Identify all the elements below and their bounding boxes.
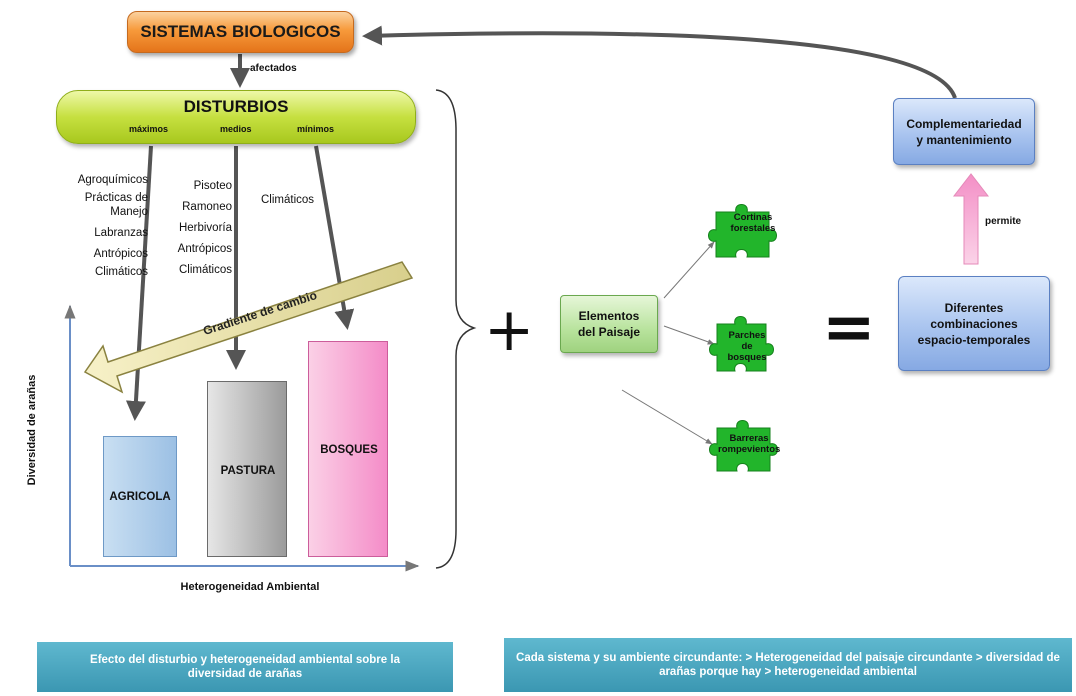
disturbios-box: DISTURBIOS máximos medios mínimos bbox=[56, 90, 416, 144]
barreras-label: Barreras rompevientos bbox=[718, 433, 781, 455]
permite-label: permite bbox=[985, 216, 1022, 227]
complementariedad-label: Complementariedad y mantenimiento bbox=[906, 116, 1022, 147]
maximos-arrow bbox=[125, 145, 153, 421]
bar-agricola-label: AGRICOLA bbox=[109, 490, 171, 503]
cortinas-label: Cortinas forestales bbox=[730, 212, 776, 234]
elementos-paisaje-box: Elementos del Paisaje bbox=[560, 295, 658, 353]
minimos-list: Climáticos bbox=[261, 190, 314, 211]
puzzle-piece-cortinas bbox=[708, 204, 777, 258]
disturbios-title: DISTURBIOS bbox=[183, 97, 289, 116]
list-item: Climáticos bbox=[94, 266, 148, 278]
list-item: Climáticos bbox=[178, 264, 232, 276]
list-item: Manejo bbox=[110, 206, 148, 218]
plus-symbol: + bbox=[484, 295, 535, 365]
level-medios: medios bbox=[220, 124, 252, 134]
to-barreras-arrow bbox=[621, 389, 713, 445]
list-item: Agroquímicos bbox=[77, 174, 148, 186]
complementariedad-box: Complementariedad y mantenimiento bbox=[893, 98, 1035, 165]
list-item: Ramoneo bbox=[182, 201, 232, 213]
afectados-label: afectados bbox=[250, 63, 297, 74]
combinaciones-box: Diferentes combinaciones espacio-tempora… bbox=[898, 276, 1050, 371]
medios-list: Pisoteo Ramoneo Herbivoría Antrópicos Cl… bbox=[168, 176, 232, 281]
parches-label: Parches de bosques bbox=[727, 330, 767, 363]
right-brace bbox=[435, 89, 477, 569]
list-item: Climáticos bbox=[261, 194, 315, 206]
caption-left: Efecto del disturbio y heterogeneidad am… bbox=[37, 642, 453, 692]
to-parches-arrow bbox=[663, 325, 715, 345]
list-item: Pisoteo bbox=[193, 180, 232, 192]
feedback-arrow bbox=[362, 25, 957, 99]
level-maximos: máximos bbox=[129, 124, 169, 134]
x-axis-label: Heterogeneidad Ambiental bbox=[180, 581, 320, 593]
y-axis-label: Diversidad de arañas bbox=[26, 374, 38, 486]
sistemas-biologicos-box: SISTEMAS BIOLOGICOS bbox=[127, 11, 354, 53]
combinaciones-label: Diferentes combinaciones espacio-tempora… bbox=[917, 300, 1031, 347]
equals-symbol: = bbox=[822, 291, 876, 365]
maximos-list: Agroquímicos Prácticas de Manejo Labranz… bbox=[64, 170, 148, 283]
list-item: Labranzas bbox=[94, 227, 148, 239]
bar-bosques-label: BOSQUES bbox=[320, 444, 378, 456]
caption-right-text: Cada sistema y su ambiente circundante: … bbox=[516, 652, 1060, 678]
gradient-arrow bbox=[83, 261, 414, 394]
caption-right: Cada sistema y su ambiente circundante: … bbox=[504, 638, 1072, 692]
level-minimos: mínimos bbox=[297, 124, 335, 134]
to-cortinas-arrow bbox=[663, 241, 715, 299]
permite-arrow bbox=[952, 173, 990, 265]
list-item: Prácticas de bbox=[84, 192, 148, 204]
sistemas-biologicos-label: SISTEMAS BIOLOGICOS bbox=[140, 22, 341, 41]
list-item: Antrópicos bbox=[177, 243, 232, 255]
list-item: Herbivoría bbox=[178, 222, 232, 234]
puzzle-piece-parches bbox=[709, 316, 774, 372]
caption-left-text: Efecto del disturbio y heterogeneidad am… bbox=[90, 654, 400, 680]
elementos-paisaje-label: Elementos del Paisaje bbox=[577, 309, 641, 339]
list-item: Antrópicos bbox=[93, 248, 148, 260]
puzzle-piece-barreras bbox=[709, 420, 778, 472]
bar-bosques: BOSQUES bbox=[308, 341, 388, 557]
bar-pastura: PASTURA bbox=[207, 381, 287, 557]
bar-pastura-label: PASTURA bbox=[220, 465, 276, 477]
bar-agricola: AGRICOLA bbox=[103, 436, 177, 557]
